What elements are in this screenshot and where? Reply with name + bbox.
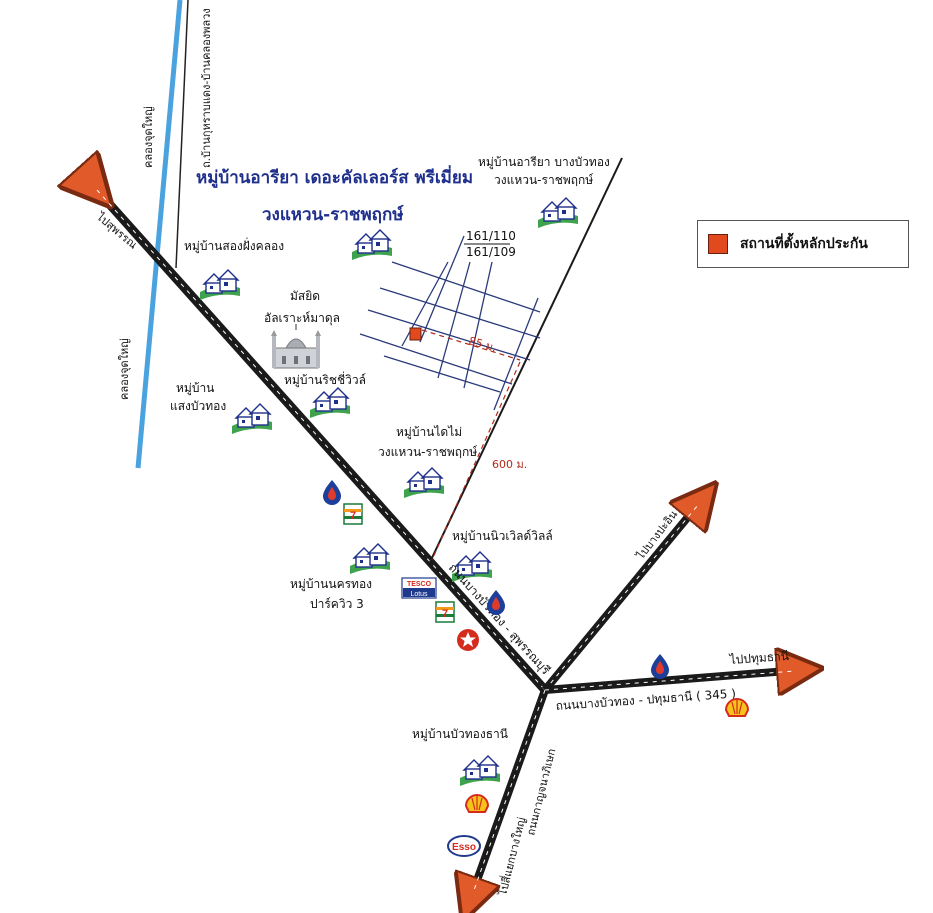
distance-line-long — [431, 361, 521, 561]
canal — [135, 0, 183, 469]
house-icon-project — [351, 229, 393, 261]
tesco-lotus-icon: TESCO Lotus — [401, 577, 437, 599]
label-mosque-line1: มัสยิด — [290, 289, 320, 303]
main-road-dash — [96, 189, 546, 691]
road-to-project — [429, 157, 623, 563]
house-icon-buathong-thani — [459, 755, 501, 787]
road-to-bangpa-in — [541, 500, 702, 693]
esso-icon: Esso — [447, 835, 481, 857]
svg-text:Lotus: Lotus — [410, 591, 428, 598]
svg-text:7: 7 — [350, 510, 356, 522]
seven-eleven-icon: 7 — [435, 601, 455, 623]
label-local-road: ถ.บ้านกุหราบแดง-บ้านคลองพลวง — [200, 8, 213, 168]
label-canal-top: คลองจุดใหญ่ — [142, 106, 155, 168]
house-icon-saeng — [231, 403, 273, 435]
label-nakhonthong-line1: หมู่บ้านนครทอง — [290, 577, 372, 592]
road-to-bangpa-in-dash — [544, 504, 699, 691]
subdivision-grid — [359, 235, 541, 411]
plot-number-109: 161/109 — [466, 245, 516, 259]
legend-label: สถานที่ตั้งหลักประกัน — [740, 236, 868, 252]
local-road-line — [175, 0, 189, 269]
label-to-pathum: ไปปทุมธานี — [728, 649, 789, 668]
distance-line-short — [421, 329, 521, 361]
label-areeya-line2: วงแหวน-ราชพฤกษ์ — [494, 173, 593, 187]
label-canal-bottom: คลองจุดใหญ่ — [118, 338, 131, 400]
label-nakhonthong-line2: ปาร์ควิว 3 — [310, 597, 364, 611]
house-icon-dainai — [403, 467, 445, 499]
project-title-line2: วงแหวน-ราชพฤกษ์ — [262, 204, 404, 225]
collateral-marker — [409, 327, 422, 341]
svg-text:7: 7 — [442, 608, 448, 620]
shell-icon — [465, 794, 489, 813]
label-song-fang-khlong: หมู่บ้านสองฝั่งคลอง — [184, 237, 284, 254]
road-to-pathum-dash — [544, 670, 796, 691]
label-dainai-line1: หมู่บ้านไดไม่ — [396, 425, 462, 440]
label-saeng-line1: หมู่บ้าน — [176, 381, 214, 396]
ptt-icon — [323, 480, 341, 505]
label-mosque-line2: อัลเราะห์มาดุล — [264, 311, 340, 326]
label-dainai-line2: วงแหวน-ราชพฤกษ์ — [378, 445, 477, 459]
legend-box: สถานที่ตั้งหลักประกัน — [697, 220, 909, 268]
shell-icon — [725, 698, 749, 717]
svg-text:TESCO: TESCO — [407, 581, 432, 588]
label-areeya-line1: หมู่บ้านอารียา บางบัวทอง — [478, 155, 610, 170]
seven-eleven-icon: 7 — [343, 503, 363, 525]
mosque-icon — [271, 324, 321, 369]
label-main-road: ถนนบางบัวทอง - สุพรรณบุรี — [445, 561, 553, 679]
label-buathong-thani: หมู่บ้านบัวทองธานี — [412, 727, 508, 742]
ptt-icon — [487, 590, 505, 615]
label-saeng-line2: แสงบัวทอง — [170, 399, 226, 413]
star-fuel-icon — [457, 629, 479, 651]
house-icon-areeya — [537, 197, 579, 229]
ptt-icon — [651, 654, 669, 679]
project-title-line1: หมู่บ้านอารียา เดอะคัลเลอร์ส พรีเมี่ยม — [196, 165, 473, 189]
house-icon-song-fang — [199, 269, 241, 301]
distance-label-long: 600 ม. — [492, 458, 527, 471]
house-icon-nakhonthong — [349, 543, 391, 575]
label-new-world-ville: หมู่บ้านนิวเวิลด์วิลล์ — [452, 529, 553, 544]
label-south-road: ถนนกาญจนาภิเษก — [524, 747, 558, 836]
plot-number-110: 161/110 — [466, 229, 516, 243]
legend-swatch — [708, 234, 728, 254]
house-icon-rich-ville — [309, 387, 351, 419]
svg-text:Esso: Esso — [452, 842, 476, 853]
label-rich-ville: หมู่บ้านริชชี่วิวล์ — [284, 371, 366, 388]
